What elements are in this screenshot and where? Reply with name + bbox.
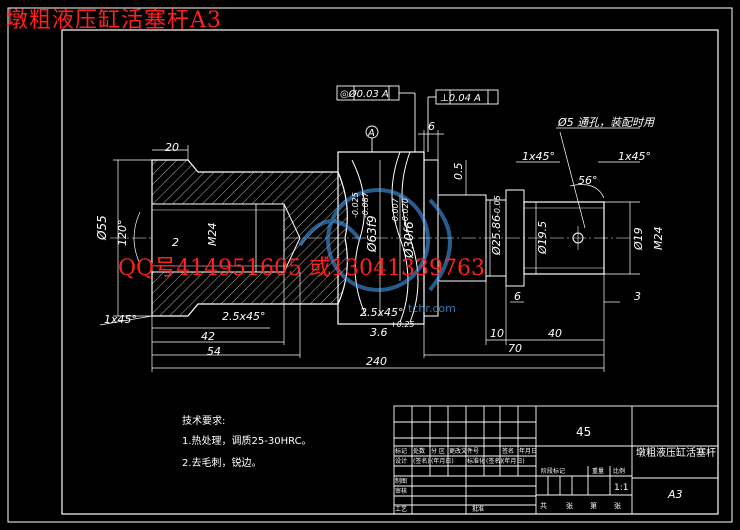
dim-6-bottom: 6 [514, 290, 521, 303]
tb-stage-1: 重量 [592, 467, 604, 475]
dim-25.86-tol: -0.05 [493, 195, 502, 216]
dim-63: Ø63f9 [365, 215, 379, 253]
dim-chamfer-r1: 1x45° [522, 150, 555, 163]
watermark-site: tchr.com [408, 302, 456, 315]
tb-sheet-word: 张 [566, 501, 573, 510]
tb-design-3: 标准化 [467, 457, 485, 465]
tech-requirement-1: 1.热处理，调质25-30HRC。 [182, 436, 312, 447]
datum-perpendicularity: ⊥0.04 A [440, 93, 481, 104]
dim-30-tol-up: -0.007 [391, 197, 400, 224]
title-block-texts: 45 墩粗液压缸活塞杆 标记 处数 分 区 更改文件号 签名 年月日 设计 (签… [395, 425, 716, 513]
dimension-lines [99, 127, 640, 372]
tb-design-0: 设计 [395, 457, 407, 465]
tb-design-1: (签名) [413, 457, 430, 465]
tb-design-4: (签名) [486, 457, 503, 465]
tb-sheet-no: 第 [590, 501, 597, 510]
dim-63-tol-low: -0.087 [361, 191, 370, 218]
tb-drawing: 制图 [395, 477, 407, 485]
tech-requirements-title: 技术要求: [182, 416, 226, 427]
dim-chamfer-r2: 1x45° [618, 150, 651, 163]
tb-design-5: (年月日) [502, 457, 525, 465]
tb-sheet-word2: 张 [614, 501, 621, 510]
dim-19: Ø19 [632, 227, 645, 251]
tb-mark-3: 更改文件号 [449, 447, 479, 455]
dim-6-top: 6 [428, 120, 435, 133]
dim-54: 54 [207, 345, 221, 358]
title-block [393, 405, 719, 515]
tb-mark-4: 签名 [502, 447, 514, 455]
tb-scale: 1:1 [614, 483, 628, 493]
dim-chamfer-left: 1x45° [104, 313, 137, 326]
tb-mark-2: 分 区 [431, 447, 445, 455]
tb-format: A3 [667, 488, 683, 501]
tb-mark-0: 标记 [395, 447, 407, 455]
tb-material: 45 [576, 425, 591, 439]
tb-approve: 批准 [472, 505, 484, 513]
dim-55: Ø55 [95, 215, 109, 241]
tb-stage-2: 比例 [613, 467, 625, 475]
dim-56: 56° [578, 174, 598, 187]
dim-3: 3 [634, 290, 641, 303]
tb-mark-5: 年月日 [519, 447, 537, 455]
dim-3.6: 3.6 [370, 326, 388, 339]
inner-frame [61, 29, 719, 515]
tb-mark-1: 处数 [413, 447, 425, 455]
outer-frame [7, 7, 733, 523]
tb-part-name: 墩粗液压缸活塞杆 [636, 446, 716, 459]
dim-0.5: 0.5 [452, 163, 465, 181]
contact-watermark: QQ号414951605 或13041339763 [118, 256, 486, 281]
shaft-right-end [523, 201, 605, 275]
dim-chamfer-mid: 2.5x45° [222, 310, 266, 323]
watermark-logo [298, 188, 452, 292]
drawing-title: 墩粗液压缸活塞杆A3 [6, 8, 222, 33]
dim-30-tol-low: -0.020 [401, 198, 410, 224]
thread-hole [151, 203, 285, 273]
tb-stage-0: 阶段标记 [541, 467, 565, 475]
datum-a-label: A [367, 128, 375, 139]
dim-42: 42 [201, 330, 215, 343]
dim-hole-note: Ø5 通孔，装配时用 [557, 116, 655, 129]
break-curve-3 [401, 151, 419, 323]
drill-point [283, 203, 301, 273]
tb-process: 工艺 [395, 505, 407, 513]
dim-m24-right: M24 [652, 227, 665, 251]
angle-arc-120 [133, 211, 141, 265]
tolerance-frames [336, 85, 499, 152]
tb-check: 审核 [395, 487, 407, 495]
dim-10: 10 [490, 327, 504, 340]
dim-25.86: Ø25.86 [490, 215, 503, 256]
dim-240: 240 [366, 355, 387, 368]
angle-arc-56 [569, 184, 605, 199]
datum-coaxiality: ◎Ø0.03 A [340, 88, 389, 100]
watermark-text-group: tchr.com [408, 302, 456, 315]
dim-30: Ø30f6 [402, 221, 416, 259]
dim-70: 70 [508, 342, 522, 355]
tb-design-2: (年月日) [431, 457, 454, 465]
dimension-texts: 20 Ø55 120° M24 2 1x45° 2.5x45° 42 54 24… [95, 88, 665, 368]
dim-3.6-tol: +0.25 [390, 320, 415, 329]
dim-19.5: Ø19.5 [536, 221, 549, 255]
dim-chamfer-25: 2.5x45° [360, 306, 404, 319]
tech-requirement-2: 2.去毛刺，锐边。 [182, 458, 262, 469]
dim-2: 2 [172, 236, 179, 249]
dim-63-tol-up: -0.025 [351, 192, 360, 218]
dim-m24-left: M24 [206, 223, 219, 247]
dim-120: 120° [116, 220, 129, 247]
dim-40: 40 [548, 327, 562, 340]
tb-sheet-total: 共 [540, 501, 547, 510]
dim-20: 20 [165, 141, 179, 154]
